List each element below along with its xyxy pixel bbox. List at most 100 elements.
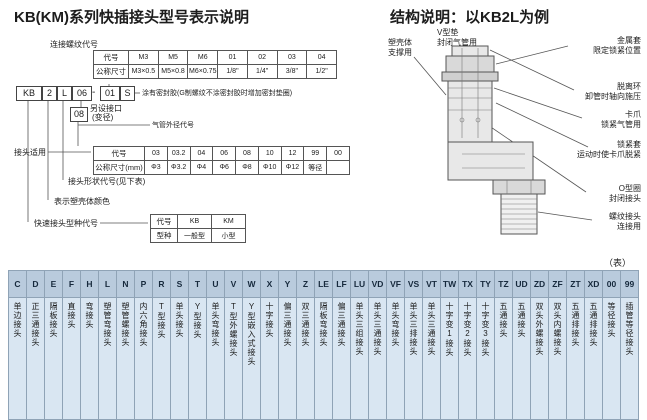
table-note: （表） [604, 258, 632, 268]
shape-desc-cell: 弯接头 [80, 297, 99, 420]
shape-desc-cell-text: 内六角接头 [139, 302, 148, 347]
shape-desc-cell: 双头外螺接头 [530, 297, 549, 420]
shape-desc-cell-text: Y型嵌入式接头 [247, 302, 256, 366]
shape-code-label: 接头形状代号(见下表) [68, 177, 146, 186]
shape-code-cell: ZF [548, 270, 567, 298]
shape-desc-cell-text: 五通接头 [517, 302, 526, 338]
shape-desc-cell: 单头三组接头 [350, 297, 369, 420]
shape-code-cell: D [26, 270, 45, 298]
sealant-note: 涂有密封胶(G制螺纹不涂密封胶时增加密封垫圈) [142, 90, 293, 97]
shape-code-cell: UD [512, 270, 531, 298]
shape-desc-cell-text: 正三通接头 [31, 302, 40, 347]
shape-code-cell: H [80, 270, 99, 298]
applicable-label: 接头适用 [14, 148, 46, 157]
shape-desc-cell-text: 等径接头 [607, 302, 616, 338]
shape-desc-cell: 隔板弯接头 [314, 297, 333, 420]
shape-code-cell: ZD [530, 270, 549, 298]
shape-code-cell: W [242, 270, 261, 298]
fitting-diagram [441, 45, 546, 235]
shape-desc-cell: 偏三通接头 [332, 297, 351, 420]
body-color-label: 表示塑壳体颜色 [54, 197, 110, 206]
shape-desc-cell: 正三通接头 [26, 297, 45, 420]
shape-code-cell: F [62, 270, 81, 298]
thread-code-cell: M6 [187, 50, 219, 65]
shape-code-cell: ZT [566, 270, 585, 298]
shape-code-cell: T [188, 270, 207, 298]
shape-code-cell: 00 [602, 270, 621, 298]
tube-code-cell: 99 [303, 146, 328, 161]
tube-code-cell: 08 [235, 146, 259, 161]
shape-code-cell: LU [350, 270, 369, 298]
shape-code-cell: 99 [620, 270, 639, 298]
alt-port-label: 另设接口 [90, 104, 122, 113]
shape-desc-cell-text: T型外螺接头 [229, 302, 238, 357]
label-threaded-connector: 螺纹接头 连接用 [609, 212, 641, 231]
thread-size-cell: 1/2" [306, 64, 337, 79]
label-release-ring: 脱离环 卸管时轴向施压 [585, 82, 641, 101]
thread-size-cell: M6×0.75 [187, 64, 219, 79]
shape-code-cell: TX [458, 270, 477, 298]
shape-code-cell: Z [296, 270, 315, 298]
shape-desc-cell-text: 隔板弯接头 [319, 302, 328, 347]
shape-code-cell: VT [422, 270, 441, 298]
shape-desc-cell: 单头三通接头 [368, 297, 387, 420]
shape-desc-cell: T型接头 [152, 297, 171, 420]
tube-row1-header: 代号 [93, 146, 145, 161]
shape-desc-cell: 单头三排接头 [404, 297, 423, 420]
shape-code-cell: L [98, 270, 117, 298]
shape-code-cell: VF [386, 270, 405, 298]
shape-desc-cell: 五通接头 [494, 297, 513, 420]
shape-desc-cell-text: 弯接头 [85, 302, 94, 329]
shape-desc-cell: 五通接头 [512, 297, 531, 420]
shape-code-cell: VS [404, 270, 423, 298]
shape-code-cell: TZ [494, 270, 513, 298]
shape-desc-cell-text: 十字变1接头 [445, 302, 454, 357]
shape-code-cell: V [224, 270, 243, 298]
shape-code-cell: E [44, 270, 63, 298]
alt-port-sub-label: (变径) [92, 113, 114, 122]
shape-code-cell: S [170, 270, 189, 298]
tube-size-cell: Φ8 [235, 160, 259, 175]
shape-desc-cell: 内六角接头 [134, 297, 153, 420]
page-title-left: KB(KM)系列快插接头型号表示说明 [14, 9, 249, 26]
shape-code-cell: XD [584, 270, 603, 298]
shape-desc-cell: 等径接头 [602, 297, 621, 420]
shape-code-cell: TW [440, 270, 459, 298]
model-segment-tube-od: 06 [72, 86, 92, 101]
tube-size-cell: 等径 [303, 160, 328, 175]
shape-desc-cell: 十字接头 [260, 297, 279, 420]
shape-desc-cell-text: 十字变3接头 [481, 302, 490, 357]
shape-desc-cell-text: 插管等径接头 [625, 302, 634, 356]
tube-code-cell: 00 [326, 146, 350, 161]
series-type-cell: 小型 [211, 228, 246, 243]
shape-desc-cell: 十字变3接头 [476, 297, 495, 420]
label-lock-sleeve: 锁紧套 运动时使卡爪脱紧 [577, 140, 641, 159]
alt-port-code-box: 08 [70, 107, 88, 122]
thread-size-cell: M3×0.5 [128, 64, 159, 79]
shape-desc-cell: 单头三通接头 [422, 297, 441, 420]
shape-code-cell: N [116, 270, 135, 298]
tube-size-cell: Φ3 [144, 160, 168, 175]
shape-desc-cell: 双三通接头 [296, 297, 315, 420]
shape-desc-cell: T型外螺接头 [224, 297, 243, 420]
shape-desc-cell-text: 单头弯接头 [211, 302, 220, 347]
shape-desc-cell-text: 十字变2接头 [463, 302, 472, 357]
tube-code-cell: 10 [257, 146, 282, 161]
shape-desc-cell-text: 偏三通接头 [283, 302, 292, 347]
model-segment-color: 2 [42, 86, 57, 101]
shape-desc-cell-text: 双头外螺接头 [535, 302, 544, 356]
series-type-cell: 一般型 [177, 228, 212, 243]
tube-code-cell: 04 [189, 146, 214, 161]
label-v-pad: V型垫 封闭气管用 [437, 28, 477, 47]
shape-desc-cell-text: 单头接头 [175, 302, 184, 338]
tube-size-cell: Φ4 [189, 160, 214, 175]
shape-desc-cell-text: 单头三组接头 [355, 302, 364, 356]
thread-code-cell: 04 [306, 50, 337, 65]
